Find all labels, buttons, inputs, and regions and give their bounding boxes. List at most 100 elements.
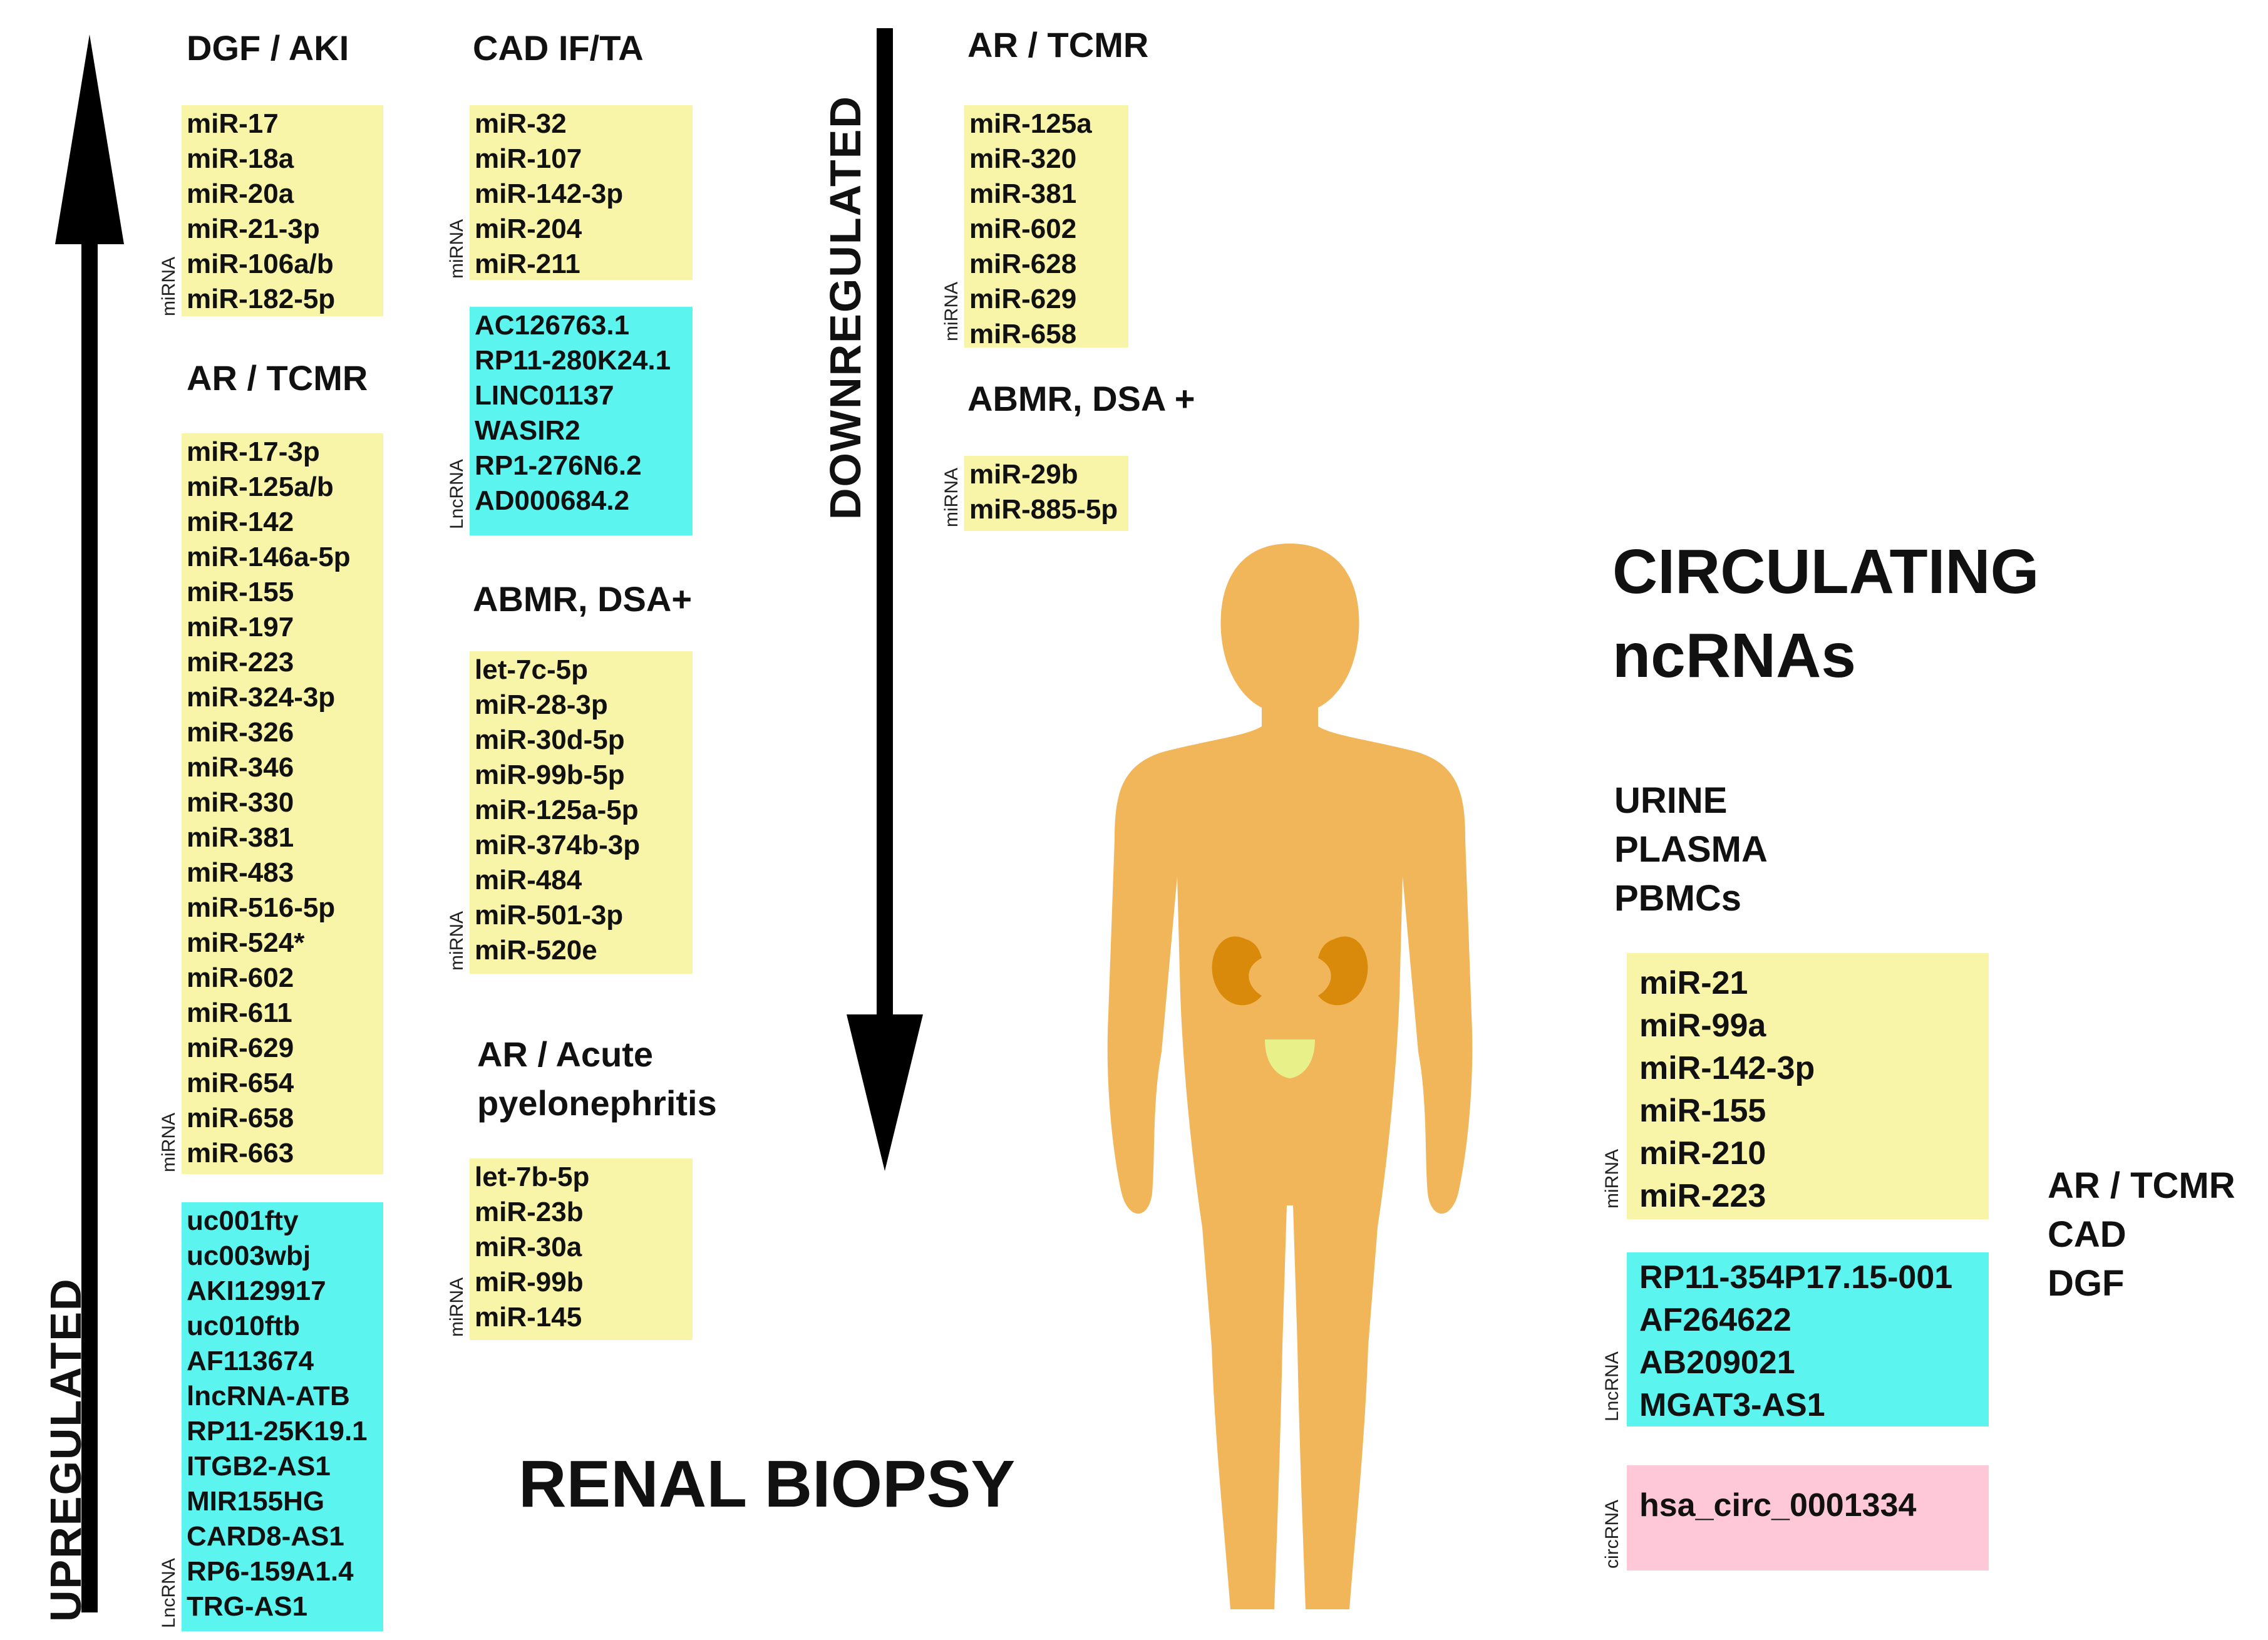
list-item: miR-23b xyxy=(475,1197,584,1227)
outcome-cad: CAD xyxy=(2048,1214,2126,1255)
list-item: miR-374b-3p xyxy=(475,830,641,860)
list-item: miR-146a-5p xyxy=(187,542,351,572)
list-item: miR-501-3p xyxy=(475,900,624,931)
list-item: MGAT3-AS1 xyxy=(1639,1387,1825,1423)
outcome-dgf: DGF xyxy=(2048,1263,2125,1304)
mirna-type-label: miRNA xyxy=(446,219,467,279)
list-item: ITGB2-AS1 xyxy=(187,1451,331,1482)
ar-tcmr-header: AR / TCMR xyxy=(187,358,368,398)
list-item: miR-125a-5p xyxy=(475,795,639,825)
down-ar-tcmr-header: AR / TCMR xyxy=(967,25,1149,64)
list-item: let-7b-5p xyxy=(475,1162,590,1192)
abmr-dsa-mirna-box: let-7c-5p miR-28-3p miR-30d-5p miR-99b-5… xyxy=(470,651,693,974)
list-item: CARD8-AS1 xyxy=(187,1521,344,1552)
list-item: miR-125a/b xyxy=(187,472,334,502)
list-item: miR-155 xyxy=(187,577,294,607)
list-item: miR-524* xyxy=(187,927,305,958)
down-abmr-dsa-mirna-box: miR-29b miR-885-5p xyxy=(964,456,1128,531)
list-item: miR-30a xyxy=(475,1232,582,1262)
renal-biopsy-title: RENAL BIOPSY xyxy=(518,1447,1016,1521)
circulating-lncrna-box: RP11-354P17.15-001 AF264622 AB209021 MGA… xyxy=(1627,1252,1989,1426)
list-item: miR-32 xyxy=(475,108,567,139)
list-item: miR-20a xyxy=(187,178,294,209)
list-item: miR-211 xyxy=(475,249,580,279)
list-item: AF264622 xyxy=(1639,1302,1791,1338)
list-item: miR-21 xyxy=(1639,965,1748,1001)
list-item: AC126763.1 xyxy=(475,310,630,341)
list-item: miR-155 xyxy=(1639,1093,1766,1129)
ar-pyelo-header-line1: AR / Acute xyxy=(477,1034,654,1074)
upregulated-arrow xyxy=(55,34,124,1612)
list-item: miR-629 xyxy=(969,284,1077,314)
list-item: miR-145 xyxy=(475,1302,582,1333)
list-item: miR-30d-5p xyxy=(475,725,625,755)
cad-ifta-header: CAD IF/TA xyxy=(473,28,644,68)
clinical-outcomes: AR / TCMR CAD DGF xyxy=(2048,1162,2235,1308)
bladder xyxy=(1265,1039,1315,1078)
list-item: miR-223 xyxy=(1639,1178,1766,1214)
list-item: MIR155HG xyxy=(187,1486,325,1517)
list-item: hsa_circ_0001334 xyxy=(1639,1487,1917,1524)
list-item: miR-483 xyxy=(187,857,294,888)
list-item: let-7c-5p xyxy=(475,654,588,685)
list-item: miR-520e xyxy=(475,935,597,966)
list-item: miR-326 xyxy=(187,717,294,748)
list-item: RP11-280K24.1 xyxy=(475,345,671,376)
mirna-type-label: miRNA xyxy=(1602,1149,1622,1209)
list-item: LINC01137 xyxy=(475,380,614,411)
source-pbmcs: PBMCs xyxy=(1614,878,1742,919)
list-item: miR-18a xyxy=(187,143,294,174)
list-item: miR-210 xyxy=(1639,1135,1766,1172)
list-item: miR-142-3p xyxy=(1639,1050,1815,1086)
down-ar-tcmr-mirna-box: miR-125a miR-320 miR-381 miR-602 miR-628… xyxy=(964,105,1128,348)
list-item: RP11-354P17.15-001 xyxy=(1639,1259,1953,1296)
list-item: miR-142 xyxy=(187,507,294,537)
list-item: miR-381 xyxy=(969,178,1077,209)
outcome-ar-tcmr: AR / TCMR xyxy=(2048,1165,2235,1206)
list-item: WASIR2 xyxy=(475,415,580,446)
list-item: miR-99a xyxy=(1639,1008,1766,1044)
sample-sources: URINE PLASMA PBMCs xyxy=(1614,776,1768,923)
downregulated-label: DOWNREGULATED xyxy=(821,95,870,520)
human-body-silhouette xyxy=(1107,544,1473,1609)
right-kidney xyxy=(1318,936,1368,1006)
list-item: miR-654 xyxy=(187,1068,294,1098)
source-urine: URINE xyxy=(1614,780,1728,821)
cad-ifta-mirna-box: miR-32 miR-107 miR-142-3p miR-204 miR-21… xyxy=(470,105,693,280)
list-item: RP6-159A1.4 xyxy=(187,1556,354,1587)
list-item: miR-142-3p xyxy=(475,178,624,209)
ar-pyelo-header-line2: pyelonephritis xyxy=(477,1083,717,1123)
list-item: uc001fty xyxy=(187,1205,299,1236)
list-item: miR-320 xyxy=(969,143,1077,174)
list-item: uc010ftb xyxy=(187,1311,300,1341)
list-item: miR-330 xyxy=(187,787,294,818)
list-item: miR-99b xyxy=(475,1267,584,1297)
downregulated-arrow xyxy=(847,28,923,1171)
circulating-circrna-box: hsa_circ_0001334 xyxy=(1627,1465,1989,1570)
list-item: miR-602 xyxy=(187,962,294,993)
list-item: miR-611 xyxy=(187,998,292,1028)
list-item: AD000684.2 xyxy=(475,485,630,516)
list-item: miR-125a xyxy=(969,108,1092,139)
circulating-title-line1: CIRCULATING xyxy=(1612,537,2039,607)
lncrna-type-label: LncRNA xyxy=(446,459,467,529)
dgf-aki-header: DGF / AKI xyxy=(187,28,349,68)
list-item: miR-17 xyxy=(187,108,279,139)
list-item: miR-28-3p xyxy=(475,689,608,720)
dgf-aki-mirna-box: miR-17 miR-18a miR-20a miR-21-3p miR-106… xyxy=(182,105,383,316)
list-item: miR-107 xyxy=(475,143,582,174)
list-item: miR-106a/b xyxy=(187,249,334,279)
list-item: uc003wbj xyxy=(187,1240,311,1271)
list-item: miR-324-3p xyxy=(187,682,336,713)
list-item: miR-99b-5p xyxy=(475,760,625,790)
list-item: miR-628 xyxy=(969,249,1077,279)
ar-tcmr-lncrna-box: uc001fty uc003wbj AKI129917 uc010ftb AF1… xyxy=(182,1202,383,1631)
circulating-title-line2: ncRNAs xyxy=(1612,621,1856,691)
circrna-type-label: circRNA xyxy=(1602,1500,1622,1569)
list-item: miR-629 xyxy=(187,1033,294,1063)
list-item: lncRNA-ATB xyxy=(187,1381,350,1411)
circulating-mirna-box: miR-21 miR-99a miR-142-3p miR-155 miR-21… xyxy=(1627,953,1989,1219)
list-item: miR-29b xyxy=(969,459,1078,490)
